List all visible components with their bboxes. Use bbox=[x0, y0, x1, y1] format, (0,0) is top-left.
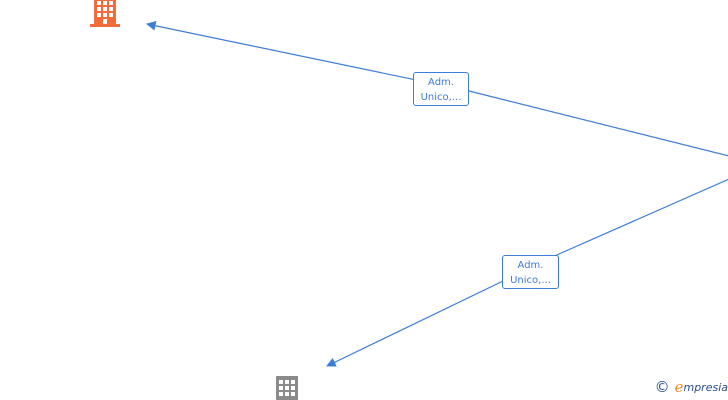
empresia-watermark: © e mpresia bbox=[655, 377, 728, 397]
edge-label-detail: Unico,... bbox=[420, 92, 462, 103]
edge-label-role: Adm. bbox=[517, 260, 544, 271]
edge-label[interactable]: Adm. Unico,... bbox=[502, 255, 559, 289]
building-icon[interactable] bbox=[274, 374, 300, 400]
edge-label-detail: Unico,... bbox=[510, 275, 551, 286]
edge-label-role: Adm. bbox=[428, 77, 454, 88]
building-icon[interactable] bbox=[88, 0, 122, 28]
brand-name: mpresia bbox=[683, 380, 728, 394]
edge-2-line[interactable] bbox=[326, 172, 728, 367]
copyright-icon: © bbox=[654, 378, 670, 396]
edge-label[interactable]: Adm. Unico,... bbox=[413, 72, 469, 106]
edge-1-line[interactable] bbox=[146, 21, 728, 160]
brand-initial: e bbox=[674, 378, 684, 396]
